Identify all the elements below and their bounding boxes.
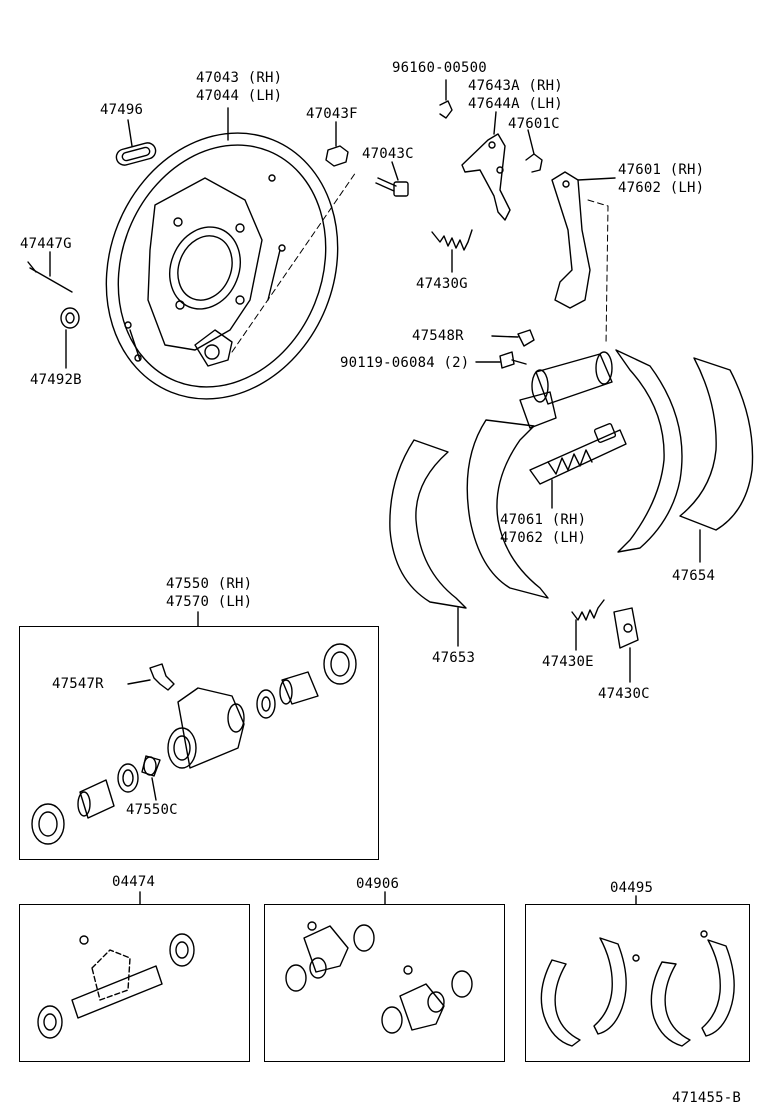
label-47447g: 47447G [20,236,72,252]
label-04495: 04495 [610,880,654,896]
part-47643a-lever [461,111,511,221]
kit-04474-drawing [37,891,195,1039]
brake-shoe-assembly [389,349,754,647]
part-47601c-clip [525,129,543,173]
part-47601-lever [551,171,616,346]
label-47044: 47044 (LH) [196,88,283,104]
label-47570: 47570 (LH) [166,594,253,610]
label-47043: 47043 (RH) [196,70,283,86]
kit-04495-drawing [540,895,735,1047]
backing-plate [105,132,357,400]
label-47601c: 47601C [508,116,560,132]
label-47654: 47654 [672,568,716,584]
reference-number: 471455-B [672,1090,742,1106]
kit-04495-box [525,904,750,1062]
label-47550c: 47550C [126,802,178,818]
label-47643a: 47643A (RH) [468,78,563,94]
label-47043c: 47043C [362,146,414,162]
part-47430c-clip [613,607,639,683]
label-47602: 47602 (LH) [618,180,705,196]
kit-04474-box [19,904,250,1062]
kit-04906-drawing [285,891,473,1034]
label-04474: 04474 [112,874,156,890]
label-47601: 47601 (RH) [618,162,705,178]
label-47496: 47496 [100,102,144,118]
label-47653: 47653 [432,650,476,666]
label-47548r: 47548R [412,328,464,344]
label-47430e: 47430E [542,654,594,670]
label-47547r: 47547R [52,676,104,692]
part-47430g-spring [431,229,473,273]
label-47043f: 47043F [306,106,358,122]
part-47548r-bleeder [491,329,535,347]
part-47447g-pin [27,251,73,293]
wheel-cylinder-box [19,626,379,860]
label-47062: 47062 (LH) [500,530,587,546]
part-90119-bolt [475,351,527,369]
label-47492b: 47492B [30,372,82,388]
part-96160-clip [439,79,453,119]
kit-04906-box [264,904,505,1062]
part-47496-plug [115,119,157,166]
label-47550: 47550 (RH) [166,576,253,592]
wheel-cylinder-exploded [31,611,357,845]
label-04906: 04906 [356,876,400,892]
part-47492b-cup [60,307,80,369]
label-47430g: 47430G [416,276,468,292]
label-47430c: 47430C [598,686,650,702]
part-47430e-spring [571,599,605,651]
part-47043f-nut [325,121,349,167]
label-47061: 47061 (RH) [500,512,587,528]
part-47043c-bolt [375,161,409,197]
label-47644a: 47644A (LH) [468,96,563,112]
label-96160: 96160-00500 [392,60,487,76]
label-90119: 90119-06084 (2) [340,355,470,371]
